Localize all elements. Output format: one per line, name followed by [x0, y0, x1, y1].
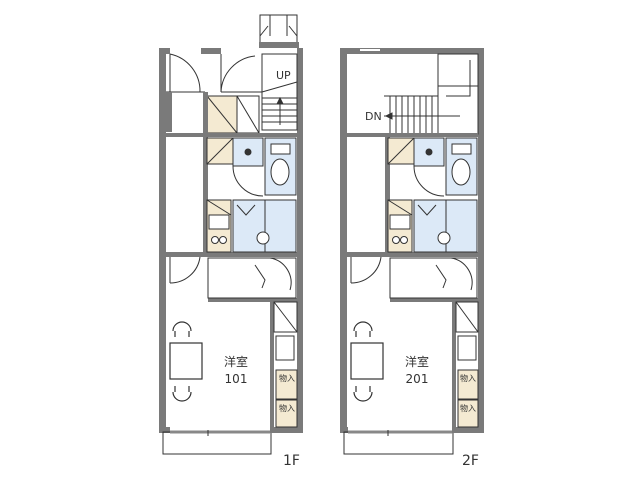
balcony-1f — [162, 430, 272, 455]
stairs-1f — [261, 53, 298, 131]
balcony-2f — [343, 430, 454, 455]
closet-top-1f — [207, 257, 297, 299]
closet-top-2f — [389, 257, 478, 299]
room-type-1f: 洋室 — [224, 354, 248, 369]
top-door-1f — [259, 14, 299, 48]
toilet-1f — [264, 137, 297, 196]
storage-label-2f-b: 物入 — [460, 403, 476, 413]
stairs-2f — [384, 53, 479, 135]
inner-walls-2f — [347, 133, 478, 433]
storage-label-2f-a: 物入 — [460, 373, 476, 383]
storage-2f — [457, 369, 479, 428]
shoe-cabinet-1f — [166, 92, 260, 134]
floor-2f: 物入 物入 洋室 201 DN 2F — [340, 48, 484, 469]
bath-1f — [232, 199, 297, 253]
washer-space-2f — [387, 137, 415, 165]
stair-label-2f: DN — [365, 110, 382, 123]
room-number-2f: 201 — [406, 372, 429, 386]
outer-walls-2f — [340, 48, 484, 433]
right-closet-1f — [273, 301, 298, 361]
toilet-2f — [445, 137, 478, 196]
room-door-2f — [350, 256, 382, 284]
floor-label-1f: 1F — [283, 453, 300, 469]
kitchen-1f — [206, 199, 232, 253]
kitchen-2f — [387, 199, 413, 253]
room-type-2f: 洋室 — [405, 354, 429, 369]
floor-1f: 物入 物入 洋室 101 UP 1F — [159, 14, 303, 469]
bath-2f — [413, 199, 478, 253]
room-door-1f — [169, 256, 201, 284]
washbasin-2f — [413, 137, 445, 197]
room-number-1f: 101 — [225, 372, 248, 386]
stair-door-1f — [220, 54, 262, 93]
outer-walls-1f — [159, 48, 303, 433]
dining-set-2f — [350, 321, 384, 402]
right-closet-2f — [455, 301, 479, 361]
inner-walls-1f — [166, 92, 297, 433]
floor-label-2f: 2F — [462, 453, 479, 469]
dining-set-1f — [169, 321, 203, 402]
washbasin-1f — [232, 137, 264, 197]
stair-label-1f: UP — [276, 69, 291, 82]
entrance-door-1f — [166, 53, 205, 93]
washer-space-1f — [206, 137, 234, 165]
storage-label-1f-a: 物入 — [279, 373, 295, 383]
storage-1f — [275, 369, 298, 428]
storage-label-1f-b: 物入 — [279, 403, 295, 413]
